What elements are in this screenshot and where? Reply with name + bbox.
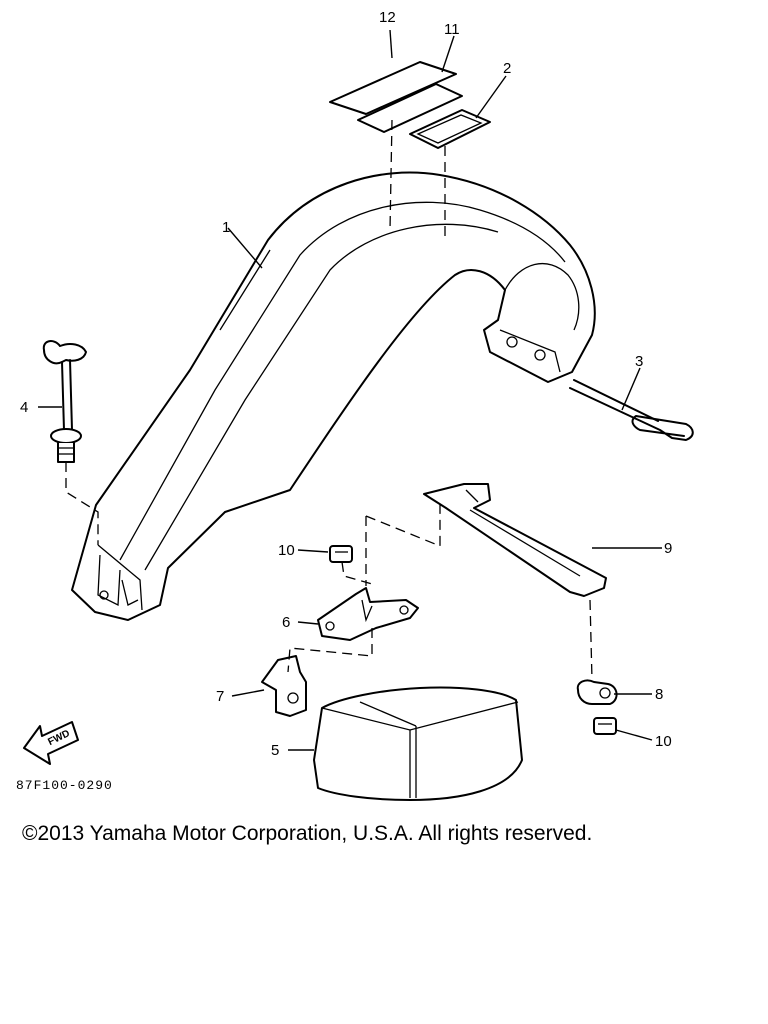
copyright-notice: ©2013 Yamaha Motor Corporation, U.S.A. A… [22,822,593,845]
drawing-code: 87F100-0290 [16,778,113,793]
callout-5: 5 [271,742,279,759]
callout-6: 6 [282,614,290,631]
callout-8: 8 [655,686,663,703]
nut-part-10-upper [329,545,353,563]
callout-12: 12 [379,9,396,26]
callout-11: 11 [444,21,460,38]
emblem-part-11 [357,83,463,133]
emblem-part-2 [409,109,491,149]
box-part-5 [313,686,523,801]
callout-7: 7 [216,688,224,705]
fwd-arrow-icon: FWD [23,721,79,765]
screw-part-4 [42,340,87,463]
callout-10-lower: 10 [655,733,672,750]
callout-3: 3 [635,353,643,370]
rear-fender-part-1 [71,171,596,621]
leader-lines [38,29,662,751]
bracket-part-7 [261,655,307,717]
assembly-lines [65,119,593,681]
callout-4: 4 [20,399,28,416]
nut-part-10-lower [593,717,617,735]
callout-2: 2 [503,60,511,77]
callout-labels: 12 11 2 1 3 4 9 10 6 7 5 8 10 [20,9,672,759]
callout-9: 9 [664,540,672,557]
rod-part-3 [569,379,694,441]
emblem-part-12 [329,61,457,115]
callout-10-upper: 10 [278,542,295,559]
callout-1: 1 [222,219,230,236]
bracket-part-6 [317,587,419,641]
band-part-9 [423,483,607,597]
clip-part-8 [576,679,618,705]
